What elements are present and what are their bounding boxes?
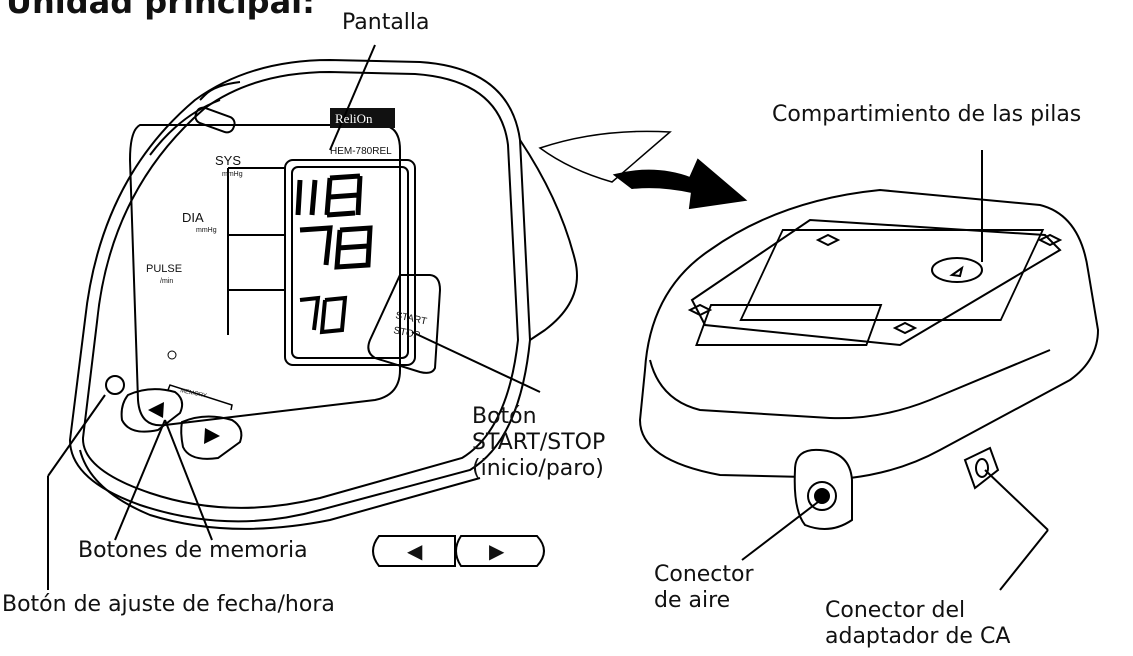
page-title: Unidad principal: (6, 0, 315, 21)
transition-arrow (538, 130, 748, 210)
label-air: Conector de aire (654, 562, 754, 613)
battery-compartment (739, 229, 1045, 321)
label-display: Pantalla (342, 10, 430, 35)
pulse-unit: /min (160, 278, 173, 285)
memory-label: MEMORY (180, 388, 208, 399)
front-unit (68, 58, 578, 530)
dia-label: DIA (182, 210, 204, 225)
memory-button-left (120, 388, 184, 433)
model-label: HEM-780REL (330, 146, 392, 157)
left-arrow-icon: ◀ (407, 539, 423, 563)
memory-button-right (180, 415, 243, 460)
back-unit (638, 188, 1100, 530)
start-stop-button-shape (367, 274, 442, 374)
label-ac: Conector del adaptador de CA (825, 598, 1011, 649)
label-datetime: Botón de ajuste de fecha/hora (2, 592, 335, 617)
lcd-screen (284, 159, 416, 366)
ac-connector (963, 446, 1000, 490)
label-battery: Compartimiento de las pilas (772, 102, 1082, 127)
label-memory: Botones de memoria (78, 538, 308, 563)
brand-logo: ReliOn (335, 111, 373, 126)
label-start-stop: Botón START/STOP (inicio/paro) (472, 404, 606, 481)
pulse-label: PULSE (146, 263, 182, 275)
display-panel (128, 124, 401, 427)
sys-unit: mmHg (222, 171, 243, 178)
dia-unit: mmHg (196, 227, 217, 234)
memory-buttons-legend: ◀ ▶ (365, 534, 555, 568)
datetime-button (105, 375, 125, 395)
sys-label: SYS (215, 153, 241, 168)
right-arrow-icon: ▶ (489, 539, 505, 563)
